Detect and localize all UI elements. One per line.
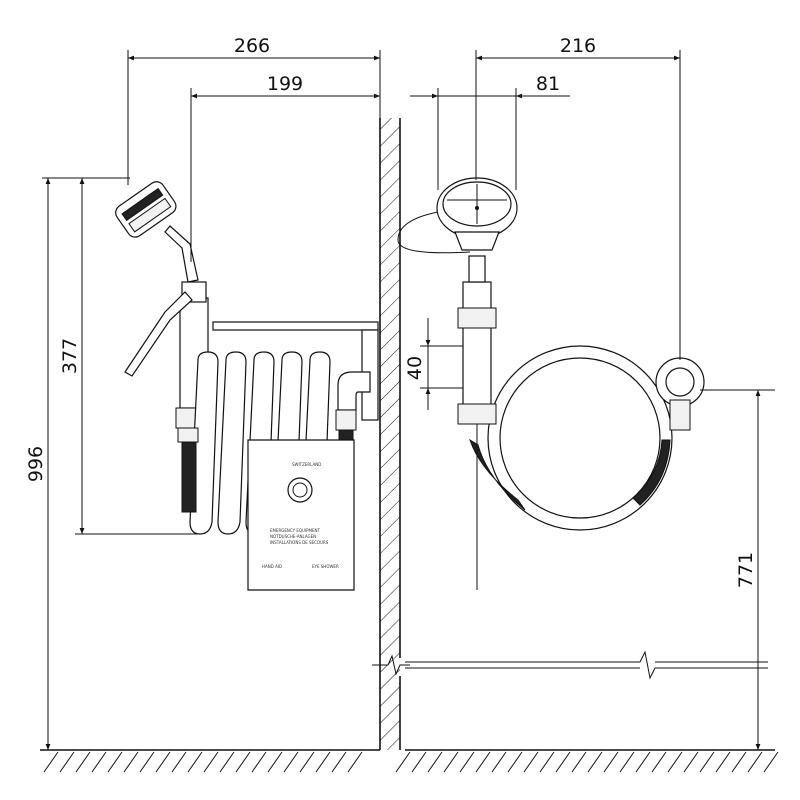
floor-hatch-stroke [491, 751, 507, 773]
centerlines [42, 50, 775, 535]
floor [40, 749, 779, 773]
hose-coil [189, 351, 219, 535]
floor-hatch-stroke [539, 751, 555, 773]
plate-brand: SWITZERLAND [292, 462, 321, 467]
dimension-labels: 266 199 216 81 996 377 40 771 [25, 35, 757, 588]
floor-hatch-stroke [731, 751, 747, 773]
floor-hatch-stroke [235, 751, 251, 773]
plate-line-4b: EYE SHOWER [312, 564, 339, 569]
floor-hatch-stroke [443, 751, 459, 773]
floor-hatch-stroke [171, 751, 187, 773]
floor-hatch-stroke [123, 751, 139, 773]
dim-front-head-offset: 81 [536, 73, 560, 95]
floor-hatch-stroke [347, 751, 363, 773]
floor-hatch-stroke [395, 751, 411, 773]
plate-line-2: NOTDUSCHE-ANLAGEN [270, 534, 316, 539]
floor-hatch-stroke [219, 751, 235, 773]
floor-hatch-stroke [555, 751, 571, 773]
floor-hatch-stroke [667, 751, 683, 773]
plate-line-4a: HAND AID [262, 564, 282, 569]
floor-hatch-stroke [523, 751, 539, 773]
eyewash-head-front [436, 177, 518, 251]
floor-hatch-stroke [747, 751, 763, 773]
plate-line-3: INSTALLATIONS DE SECOURS [270, 540, 329, 545]
front-break-lines [405, 650, 768, 680]
floor-hatch-stroke [155, 751, 171, 773]
floor-hatch-stroke [59, 751, 75, 773]
dimension-lines [45, 55, 761, 750]
floor-hatch-stroke [187, 751, 203, 773]
floor-hatch-stroke [475, 751, 491, 773]
floor-hatch-stroke [603, 751, 619, 773]
wall-section [372, 118, 410, 750]
side-view-assembly: SWITZERLAND EMERGENCY EQUIPMENT NOTDUSCH… [115, 181, 379, 591]
dim-front-bracket-height: 40 [404, 356, 426, 380]
dim-side-head-height: 377 [59, 338, 81, 374]
floor-hatch-stroke [267, 751, 283, 773]
floor-hatch-stroke [683, 751, 699, 773]
floor-hatch-stroke [43, 751, 59, 773]
floor-hatch-stroke [635, 751, 651, 773]
floor-hatch-stroke [459, 751, 475, 773]
front-view-assembly [397, 177, 705, 590]
floor-hatch-stroke [427, 751, 443, 773]
dim-front-mount-height: 771 [735, 552, 757, 588]
floor-hatch-stroke [299, 751, 315, 773]
floor-hatch-stroke [507, 751, 523, 773]
floor-hatch-stroke [91, 751, 107, 773]
eyewash-head-side [115, 181, 177, 238]
instruction-plate: SWITZERLAND EMERGENCY EQUIPMENT NOTDUSCH… [247, 439, 355, 591]
floor-hatch-stroke [763, 751, 779, 773]
floor-hatch-stroke [715, 751, 731, 773]
floor-hatch-stroke [251, 751, 267, 773]
floor-hatch-stroke [283, 751, 299, 773]
plate-line-1: EMERGENCY EQUIPMENT [270, 528, 321, 533]
hose-coil [217, 351, 247, 535]
dim-side-outlet-offset: 199 [267, 73, 303, 95]
dim-side-total-width: 266 [234, 35, 270, 57]
dim-side-total-height: 996 [25, 446, 47, 482]
floor-hatch-stroke [587, 751, 603, 773]
floor-hatch-stroke [315, 751, 331, 773]
floor-hatch-stroke [203, 751, 219, 773]
floor-hatch-stroke [75, 751, 91, 773]
floor-hatch-stroke [571, 751, 587, 773]
dim-front-total-width: 216 [560, 35, 596, 57]
floor-hatch-stroke [139, 751, 155, 773]
floor-hatch-stroke [107, 751, 123, 773]
floor-hatch-stroke [331, 751, 347, 773]
floor-hatch-stroke [699, 751, 715, 773]
floor-hatch-stroke [651, 751, 667, 773]
floor-hatch-stroke [619, 751, 635, 773]
floor-hatch-stroke [411, 751, 427, 773]
